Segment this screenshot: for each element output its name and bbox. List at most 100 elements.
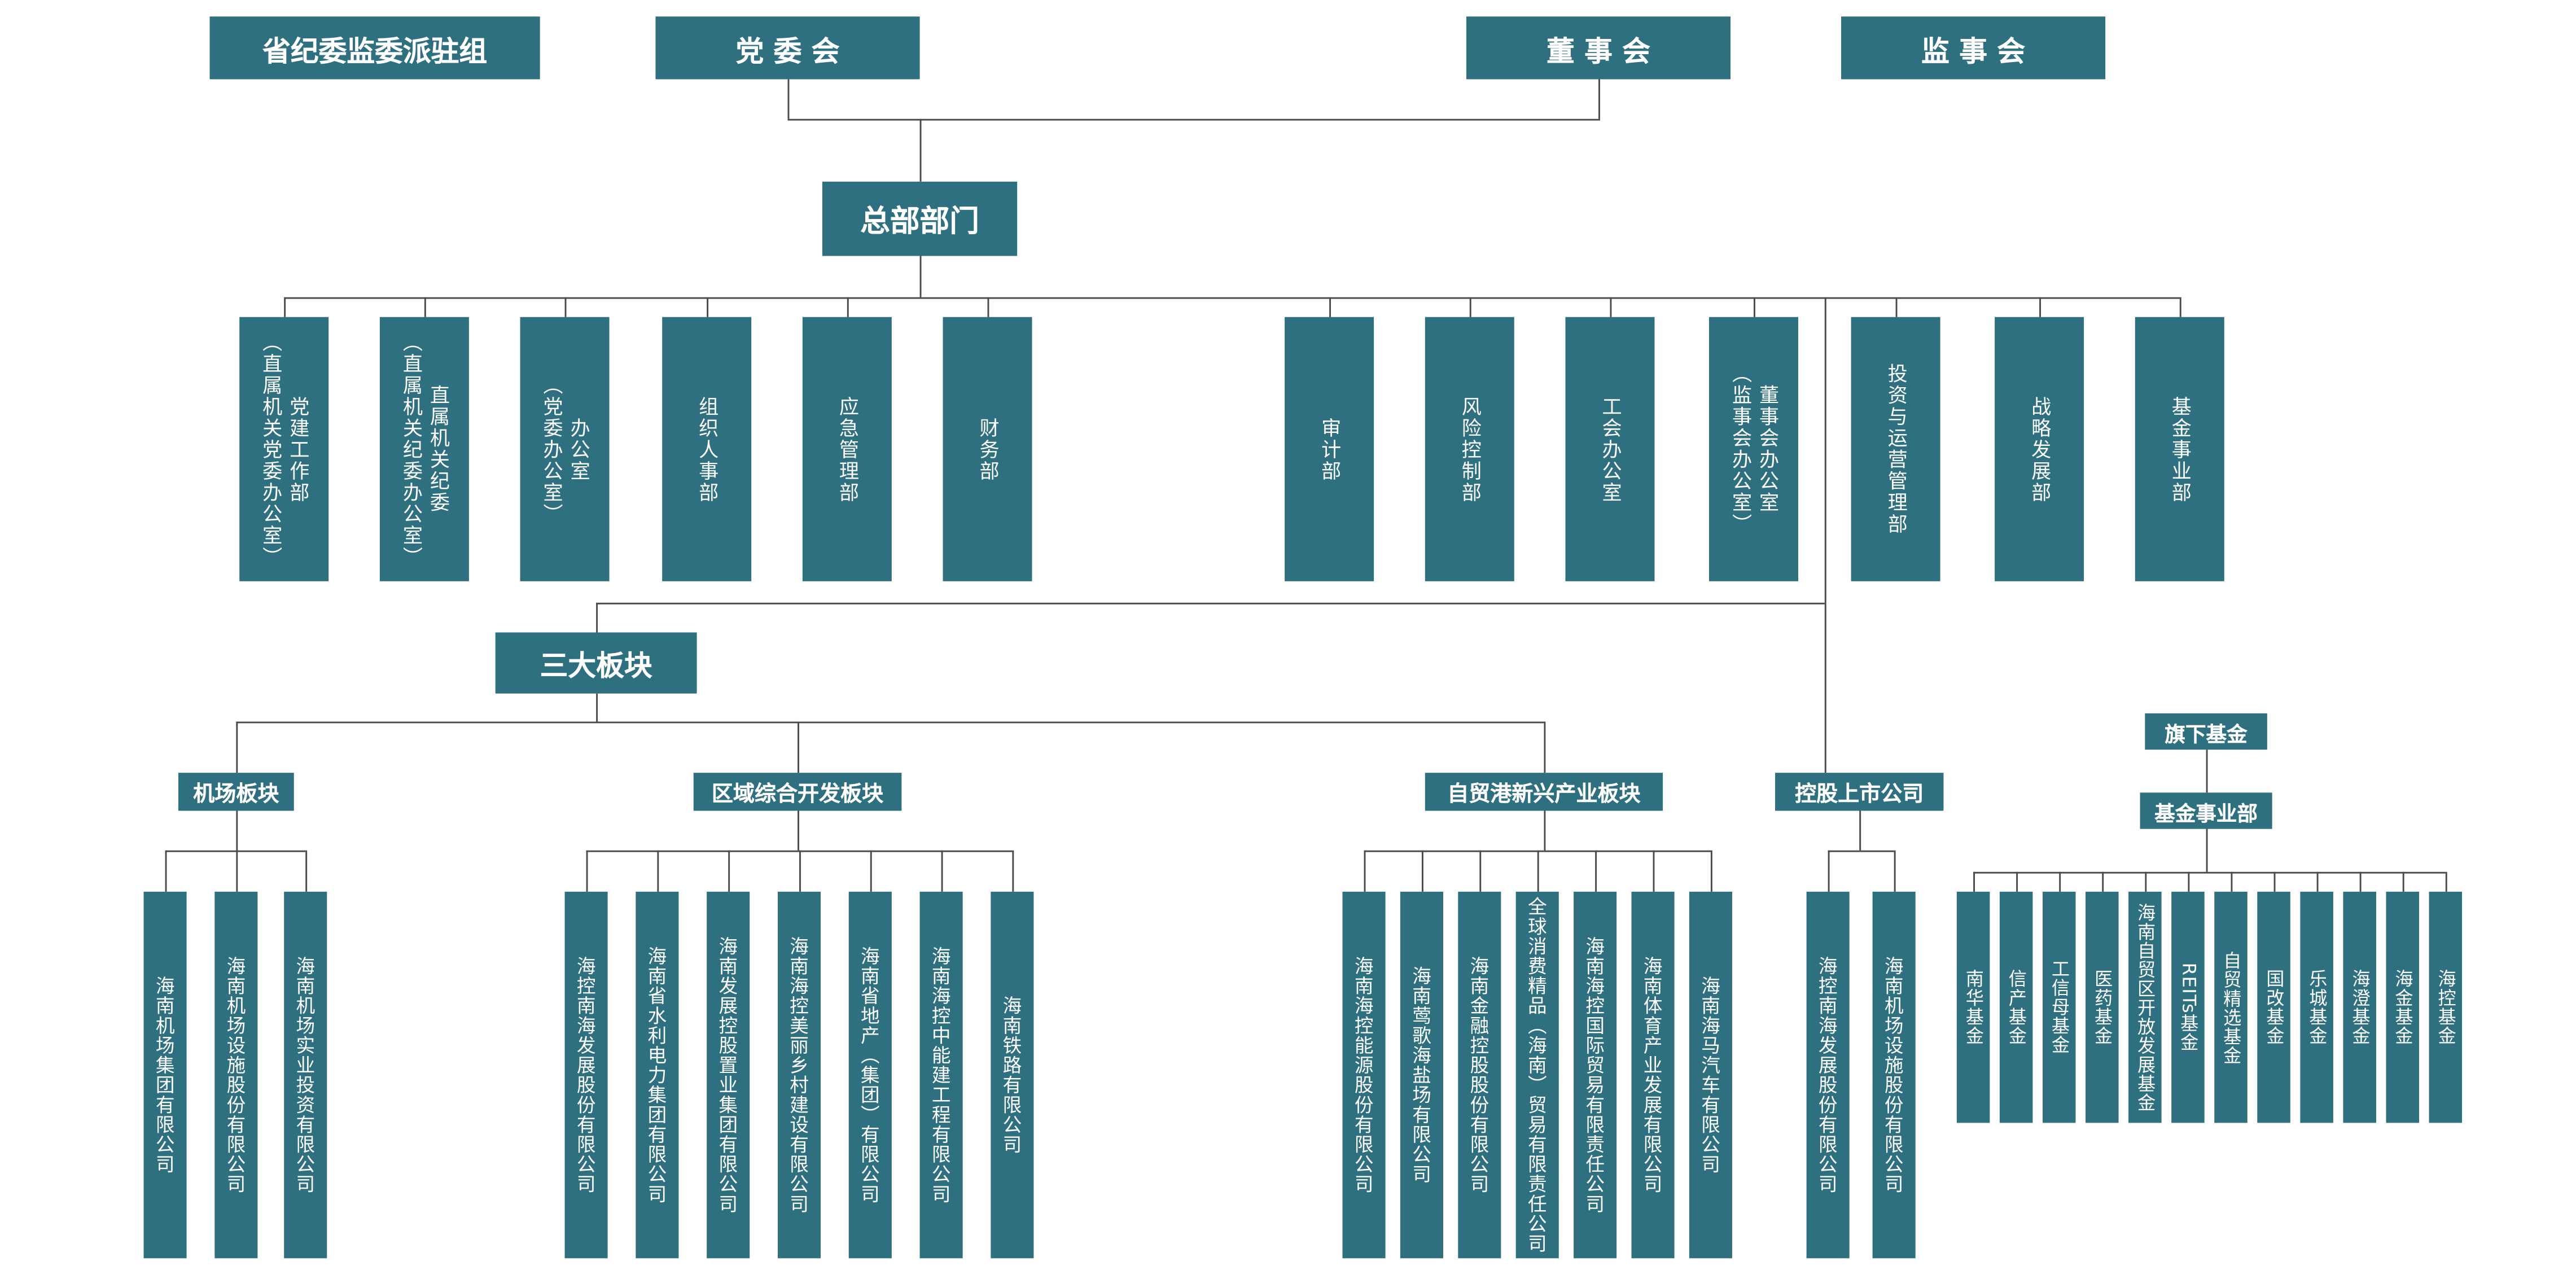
node-label: 三大板块 [540,650,652,684]
dept-name: 应急管理部 [836,395,860,503]
connector-line [564,297,567,317]
company-node: 海南铁路有限公司 [991,891,1034,1259]
dept-name: 党建工作部 [287,395,310,503]
company-name: 海南莺歌海盐场有限公司 [1410,966,1434,1184]
connector-line [2145,871,2147,892]
connector-line [2039,297,2041,317]
connector-line [2359,871,2362,892]
node-fund-department: 基金事业部 [2140,792,2272,829]
company-name: 海南金融控股股份有限公司 [1467,956,1491,1194]
connector-line [1610,297,1612,317]
node-label: 党 委 会 [735,35,840,69]
dept-name: 风险控制部 [1459,395,1483,503]
company-node: 海南金融控股股份有限公司 [1458,891,1501,1259]
node-headquarters: 总部部门 [822,181,1018,256]
sector-airport: 机场板块 [178,773,294,811]
company-node: 海南体育产业发展有限公司 [1631,891,1675,1259]
node-listed-companies: 控股上市公司 [1775,773,1944,811]
connector-line [165,850,167,892]
connector-line [1828,850,1830,892]
connector-line [2231,871,2233,892]
connector-line [284,297,286,317]
node-label: 基金事业部 [2154,800,2258,825]
company-node: 海南海控中能建工程有限公司 [919,891,963,1259]
connector-line [1753,297,1755,317]
dept-name: 审计部 [1318,417,1342,481]
dept-node: 风险控制部 [1425,317,1514,581]
company-name: 海南铁路有限公司 [1001,996,1024,1154]
dept-node: 董事会办公室 （监事会办公室） [1708,317,1798,581]
company-node: 海南机场设施股份有限公司 [214,891,258,1259]
company-node: 全球消费精品（海南）贸易有限责任公司 [1515,891,1559,1259]
company-node: 海南海控国际贸易有限责任公司 [1574,891,1617,1259]
fund-node: 海南自贸区开放发展基金 [2128,891,2162,1123]
connector-line [1469,297,1471,317]
node-label: 监 事 会 [1921,35,2026,69]
company-name: 海控南海发展股份有限公司 [575,956,598,1194]
company-node: 海南海控能源股份有限公司 [1342,891,1386,1259]
connector-line [2188,871,2190,892]
connector-line [787,119,1600,121]
dept-node: 组织人事部 [662,317,752,581]
connector-line [657,850,659,892]
connector-line [2016,871,2018,892]
node-label: 董 事 会 [1547,35,1650,69]
dept-node: 审计部 [1285,317,1374,581]
connector-line [1364,850,1366,892]
connector-line [2059,871,2061,892]
node-board-of-directors: 董 事 会 [1466,16,1731,80]
fund-name: 医药基金 [2092,969,2114,1045]
dept-node: 应急管理部 [802,317,892,581]
fund-node: 乐城基金 [2300,891,2333,1123]
dept-alt-name: （直属机关纪委办公室） [400,331,424,567]
company-node: 海控南海发展股份有限公司 [1806,891,1850,1259]
fund-name: 海澄基金 [2349,969,2371,1045]
dept-node: 财务部 [943,317,1032,581]
connector-line [236,811,238,851]
company-name: 海南机场设施股份有限公司 [1882,956,1906,1194]
dept-node: 战略发展部 [1995,317,2084,581]
connector-line [728,850,730,892]
connector-line [1421,850,1423,892]
company-node: 海南莺歌海盐场有限公司 [1400,891,1443,1259]
connector-line [941,850,943,892]
company-name: 海控南海发展股份有限公司 [1816,956,1840,1194]
connector-line [1824,297,1826,773]
fund-name: 乐城基金 [2306,969,2328,1045]
fund-node: 工信母基金 [2042,891,2076,1123]
connector-line [1544,721,1546,773]
company-name: 海南海控中能建工程有限公司 [930,946,953,1204]
dept-name: 组织人事部 [696,395,720,503]
company-node: 海南海马汽车有限公司 [1689,891,1732,1259]
connector-line [1895,297,1898,317]
connector-line [596,693,598,722]
sector-regional-development: 区域综合开发板块 [693,773,902,811]
dept-name: 财务部 [977,417,1001,481]
company-node: 海南机场实业投资有限公司 [284,891,327,1259]
connector-line [586,850,1013,852]
fund-name: 南华基金 [1963,969,1985,1045]
connector-line [2273,871,2276,892]
company-node: 海南机场设施股份有限公司 [1872,891,1916,1259]
dept-alt-name: （直属机关党委办公室） [260,331,283,567]
dept-node: 基金事业部 [2135,317,2224,581]
dept-name: 基金事业部 [2169,395,2193,503]
fund-node: 自贸精选基金 [2214,891,2248,1123]
fund-node: 海金基金 [2386,891,2420,1123]
connector-line [236,850,238,892]
connector-line [2445,871,2447,892]
fund-node: 国改基金 [2257,891,2290,1123]
connector-line [424,297,426,317]
fund-node: 医药基金 [2086,891,2119,1123]
company-name: 海南机场实业投资有限公司 [293,956,317,1194]
company-node: 海南省地产（集团）有限公司 [848,891,892,1259]
connector-line [1598,79,1600,119]
fund-name: 海金基金 [2393,969,2415,1045]
connector-line [586,850,588,892]
connector-line [2179,297,2181,317]
company-name: 海南省水利电力集团有限公司 [646,946,669,1204]
fund-node: REITs基金 [2171,891,2205,1123]
company-name: 海南省地产（集团）有限公司 [858,946,882,1204]
company-node: 海控南海发展股份有限公司 [564,891,608,1259]
